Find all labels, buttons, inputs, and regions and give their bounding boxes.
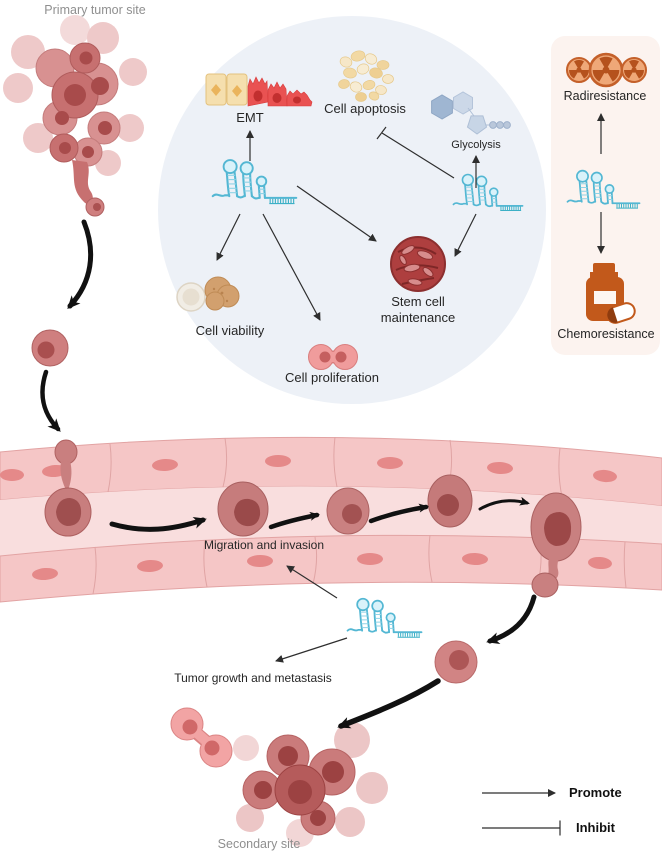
arrow-rna-to-stemcell (296, 185, 377, 242)
stem-cell-label: Stem cell maintenance (380, 294, 456, 326)
stem-cell-icon (390, 236, 446, 292)
arrow-rna-to-viability (216, 213, 241, 261)
relation-arrows (216, 113, 605, 663)
arrow-vessel-4 (478, 496, 530, 511)
glycolysis-icon (431, 91, 511, 135)
inhibit-bar (376, 126, 387, 140)
radiation-icons (566, 52, 647, 88)
primary-tumor-cluster (3, 15, 147, 217)
emt-icon (205, 73, 313, 107)
emt-label: EMT (236, 110, 264, 125)
primary-tumor-label: Primary tumor site (44, 3, 146, 17)
secondary-tumor-cluster (170, 707, 388, 847)
resistance-panel-background (551, 36, 660, 355)
cell-viability-icon (176, 276, 240, 312)
arrow-rna-to-migration (286, 565, 338, 599)
cell-viability-label: Cell viability (195, 323, 265, 338)
intravasating-cell (44, 439, 92, 537)
circulating-cell (434, 640, 478, 684)
migrating-cell (427, 474, 473, 528)
cell-apoptosis-label: Cell apoptosis (324, 101, 406, 116)
arrow-to-secondary-site (337, 678, 441, 729)
migration-label: Migration and invasion (203, 538, 325, 552)
radiation-icon (566, 57, 592, 83)
chemoresistance-label: Chemoresistance (557, 327, 655, 341)
migrating-cell (326, 487, 370, 535)
legend-inhibit-label: Inhibit (576, 820, 615, 835)
radiation-icon (621, 57, 647, 83)
secondary-site-label: Secondary site (217, 837, 301, 851)
pill-bottle-icon (586, 263, 636, 324)
rna-icon (346, 597, 423, 639)
inhibit-line-to-apoptosis (381, 132, 455, 179)
detaching-cell-stalk (72, 160, 93, 205)
apoptosis-icon (338, 50, 394, 102)
arrow-vessel-2 (268, 511, 320, 530)
radioresistance-label: Radiresistance (563, 89, 647, 103)
radiation-icon (588, 52, 624, 88)
arrow-vessel-3 (368, 503, 429, 524)
glycolysis-label: Glycolysis (451, 139, 501, 151)
arrow-rna-to-proliferation (262, 213, 321, 321)
arrow-rna-to-growth (275, 637, 348, 663)
cell-proliferation-label: Cell proliferation (285, 370, 379, 385)
legend-symbols (482, 789, 561, 836)
single-tumor-cell (31, 329, 69, 367)
arrow-exit-vessel (486, 594, 537, 644)
arrow-primary-to-cell (67, 219, 94, 309)
tumor-growth-label: Tumor growth and metastasis (174, 671, 332, 685)
migrating-cell (217, 481, 269, 537)
arrow-cell-to-vessel (40, 369, 61, 432)
arrow-rna2-to-stemcell (454, 213, 477, 257)
extravasating-cell (530, 492, 582, 598)
cell-proliferation-icon (308, 344, 358, 370)
arrow-vessel-1 (109, 517, 207, 532)
legend-promote-label: Promote (569, 785, 622, 800)
flow-arrows (40, 219, 537, 729)
endothelial-nuclei (0, 454, 617, 581)
